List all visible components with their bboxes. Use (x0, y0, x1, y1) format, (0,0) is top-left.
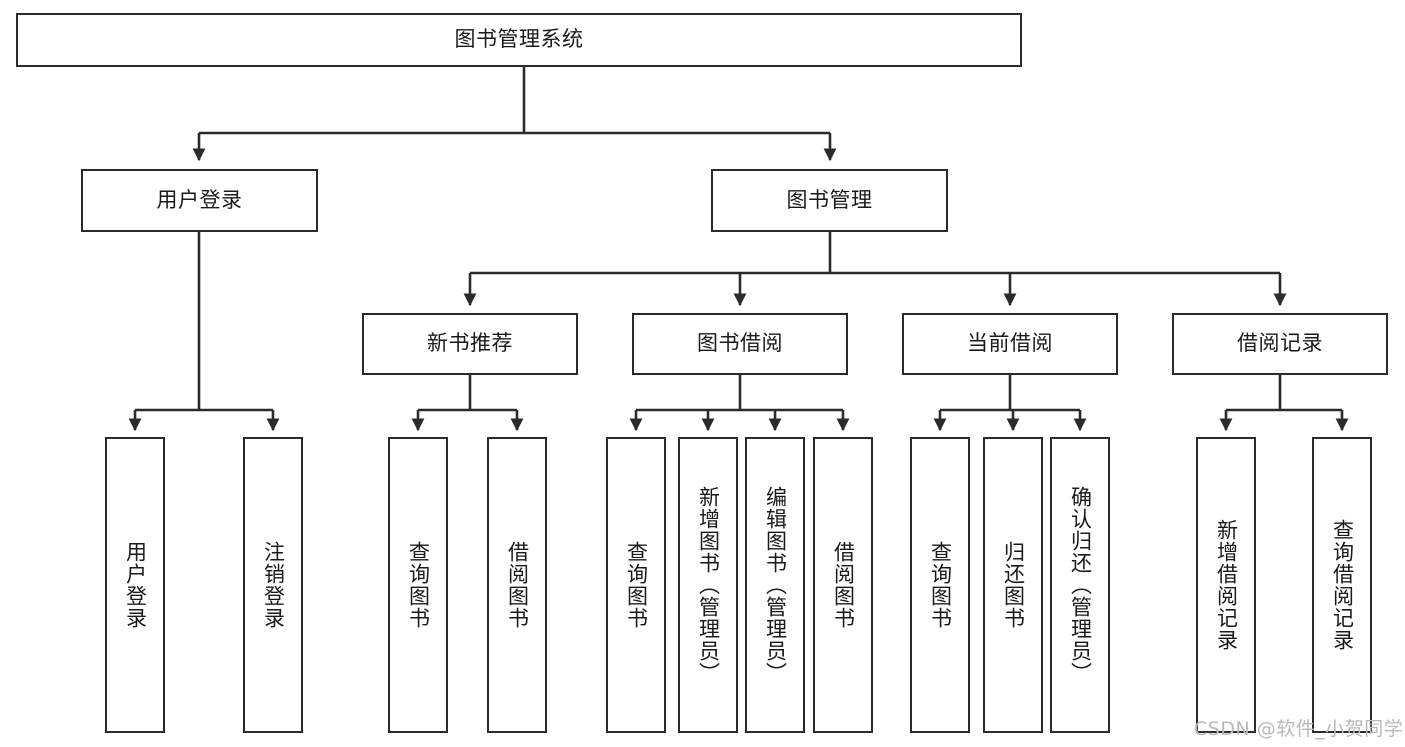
leaf-query-book-3-label: 查询图书 (928, 541, 953, 629)
leaf-add-record[interactable]: 新增借阅记录 (1196, 437, 1256, 733)
leaf-return-book-label: 归还图书 (1001, 541, 1026, 629)
node-current-borrow-label: 当前借阅 (967, 331, 1053, 356)
node-borrow-record-label: 借阅记录 (1237, 331, 1323, 356)
node-root[interactable]: 图书管理系统 (16, 13, 1022, 67)
leaf-add-book[interactable]: 新增图书（管理员） (678, 437, 738, 733)
leaf-query-book-3[interactable]: 查询图书 (910, 437, 970, 733)
csdn-watermark: CSDN @软件_小贺同学 (1194, 718, 1404, 740)
node-new-book-recommend[interactable]: 新书推荐 (362, 313, 578, 375)
leaf-add-record-label: 新增借阅记录 (1214, 519, 1239, 651)
leaf-query-record[interactable]: 查询借阅记录 (1312, 437, 1372, 733)
leaf-confirm-return-label: 确认归还（管理员） (1068, 486, 1093, 684)
node-book-borrow-label: 图书借阅 (697, 331, 783, 356)
node-user-login[interactable]: 用户登录 (81, 169, 318, 232)
leaf-query-book-1-label: 查询图书 (406, 541, 431, 629)
leaf-query-book-1[interactable]: 查询图书 (388, 437, 448, 733)
leaf-edit-book-label: 编辑图书（管理员） (763, 486, 788, 684)
leaf-confirm-return[interactable]: 确认归还（管理员） (1050, 437, 1110, 733)
node-book-management-label: 图书管理 (786, 187, 873, 212)
leaf-query-record-label: 查询借阅记录 (1330, 519, 1355, 651)
leaf-return-book[interactable]: 归还图书 (983, 437, 1043, 733)
leaf-query-book-2[interactable]: 查询图书 (606, 437, 666, 733)
node-borrow-record[interactable]: 借阅记录 (1172, 313, 1388, 375)
node-book-borrow[interactable]: 图书借阅 (632, 313, 848, 375)
leaf-user-login-label: 用户登录 (123, 541, 148, 629)
leaf-borrow-book-2[interactable]: 借阅图书 (813, 437, 873, 733)
node-root-label: 图书管理系统 (454, 27, 584, 52)
node-user-login-label: 用户登录 (156, 187, 243, 212)
node-book-management[interactable]: 图书管理 (711, 169, 948, 232)
node-current-borrow[interactable]: 当前借阅 (902, 313, 1118, 375)
leaf-user-login[interactable]: 用户登录 (105, 437, 165, 733)
leaf-borrow-book-1[interactable]: 借阅图书 (487, 437, 547, 733)
leaf-user-logout[interactable]: 注销登录 (243, 437, 303, 733)
leaf-borrow-book-2-label: 借阅图书 (831, 541, 856, 629)
leaf-add-book-label: 新增图书（管理员） (696, 486, 721, 684)
leaf-borrow-book-1-label: 借阅图书 (505, 541, 530, 629)
leaf-query-book-2-label: 查询图书 (624, 541, 649, 629)
node-new-book-recommend-label: 新书推荐 (427, 331, 513, 356)
leaf-edit-book[interactable]: 编辑图书（管理员） (745, 437, 805, 733)
leaf-user-logout-label: 注销登录 (261, 541, 286, 629)
